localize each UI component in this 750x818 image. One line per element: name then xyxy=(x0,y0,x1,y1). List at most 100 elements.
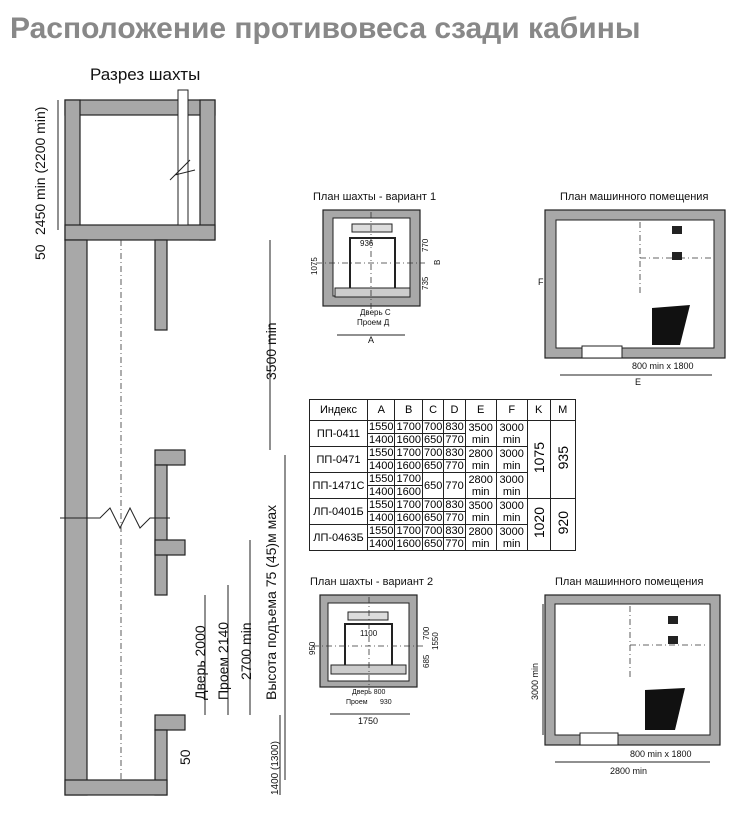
col-header: F xyxy=(495,399,528,421)
machine1-door: 800 min x 1800 xyxy=(632,361,694,371)
value-cell: 830 xyxy=(443,420,466,434)
value-cell: 830 xyxy=(443,446,466,460)
k-value: 1075 xyxy=(530,442,547,474)
value-cell: 700 xyxy=(421,498,445,512)
index-cell: ПП-0411 xyxy=(309,420,368,447)
value-cell: 1700 xyxy=(394,420,423,434)
machine1-dim-F: F xyxy=(538,277,544,287)
plan1-dim-735: 735 xyxy=(421,276,430,290)
col-header: C xyxy=(421,399,445,421)
value-cell: 1600 xyxy=(394,511,423,525)
plan2-title: План шахты - вариант 2 xyxy=(310,576,433,588)
machine-room-wall-right xyxy=(199,99,216,241)
value-cell: 1400 xyxy=(366,511,396,525)
value-cell: 1700 xyxy=(394,524,423,538)
floor-slab xyxy=(154,449,186,466)
col-header: M xyxy=(549,399,576,421)
value-cell: 1550 xyxy=(366,446,396,460)
value-cell: 650 xyxy=(421,459,445,473)
section-title: Разрез шахты xyxy=(90,65,200,84)
m-cell: 935 xyxy=(549,420,576,499)
dim-top-clearance: 2450 min (2200 min) xyxy=(32,107,48,235)
index-cell: ЛП-0401Б xyxy=(309,498,368,525)
value-cell: 1700 xyxy=(394,472,423,486)
plan1-dim-B: B xyxy=(433,260,442,265)
col-header: A xyxy=(366,399,396,421)
dim-slab: 50 xyxy=(32,244,48,260)
plan1-title: План шахты - вариант 1 xyxy=(313,191,436,203)
m-value: 935 xyxy=(554,446,571,470)
value-cell: 650 xyxy=(421,472,445,499)
value-cell: 1700 xyxy=(394,446,423,460)
plan2 xyxy=(313,594,425,715)
dim-pit: 1400 (1300) xyxy=(270,741,281,795)
value-cell: 1400 xyxy=(366,459,396,473)
value-cell: 2800 min xyxy=(464,472,497,499)
value-cell: 1600 xyxy=(394,433,423,447)
value-cell: 3500 min xyxy=(464,420,497,447)
value-cell: 3000 min xyxy=(495,446,528,473)
machine2-title: План машинного помещения xyxy=(555,576,703,588)
value-cell: 3000 min xyxy=(495,420,528,447)
value-cell: 1550 xyxy=(366,472,396,486)
plan2-opening-value: 930 xyxy=(380,699,392,706)
col-header: Индекс xyxy=(309,399,368,421)
machine2-dim-width: 2800 min xyxy=(610,766,647,776)
plan2-dim-1750: 1750 xyxy=(358,716,378,726)
value-cell: 830 xyxy=(443,498,466,512)
plan2-dim-685: 685 xyxy=(422,654,431,668)
plan1-dim-1075: 1075 xyxy=(310,257,319,275)
value-cell: 1400 xyxy=(366,537,396,551)
plan2-dim-1550: 1550 xyxy=(431,632,440,650)
value-cell: 1600 xyxy=(394,485,423,499)
plan2-door: Дверь 800 xyxy=(352,689,386,696)
plan1-opening: Проем Д xyxy=(357,318,390,327)
sheet-title: Расположение противовеса сзади кабины xyxy=(10,12,640,45)
value-cell: 770 xyxy=(443,472,466,499)
plan2-dim-950: 950 xyxy=(308,641,317,655)
dim-travel-height: Высота подъема 75 (45)м мах xyxy=(263,505,279,700)
plan1 xyxy=(316,209,425,336)
index-cell: ЛП-0463Б xyxy=(309,524,368,551)
value-cell: 3500 min xyxy=(464,498,497,525)
index-cell: ПП-1471С xyxy=(309,472,368,499)
value-cell: 700 xyxy=(421,446,445,460)
value-cell: 700 xyxy=(421,420,445,434)
value-cell: 650 xyxy=(421,537,445,551)
shaft-wall-right xyxy=(154,464,168,596)
machine-room-plan-2 xyxy=(542,594,721,763)
k-value: 1020 xyxy=(530,507,547,539)
plan1-dim-936: 936 xyxy=(360,239,374,248)
m-value: 920 xyxy=(554,511,571,535)
value-cell: 700 xyxy=(421,524,445,538)
k-cell: 1075 xyxy=(526,420,551,499)
index-cell: ПП-0471 xyxy=(309,446,368,473)
m-cell: 920 xyxy=(549,498,576,551)
value-cell: 1550 xyxy=(366,524,396,538)
machine-room-wall-left xyxy=(64,99,81,241)
machine2-door: 800 min x 1800 xyxy=(630,749,692,759)
plan1-dim-A: A xyxy=(368,335,374,345)
col-header: E xyxy=(464,399,497,421)
plan2-opening: Проем xyxy=(346,699,368,706)
floor-slab xyxy=(154,714,186,731)
machine-room-floor xyxy=(64,224,216,241)
value-cell: 1600 xyxy=(394,459,423,473)
machine-room-roof xyxy=(64,99,216,116)
value-cell: 2800 min xyxy=(464,524,497,551)
value-cell: 650 xyxy=(421,511,445,525)
dim-sill: 50 xyxy=(177,749,193,765)
machine1-title: План машинного помещения xyxy=(560,191,708,203)
pit-floor xyxy=(64,779,168,796)
value-cell: 770 xyxy=(443,459,466,473)
